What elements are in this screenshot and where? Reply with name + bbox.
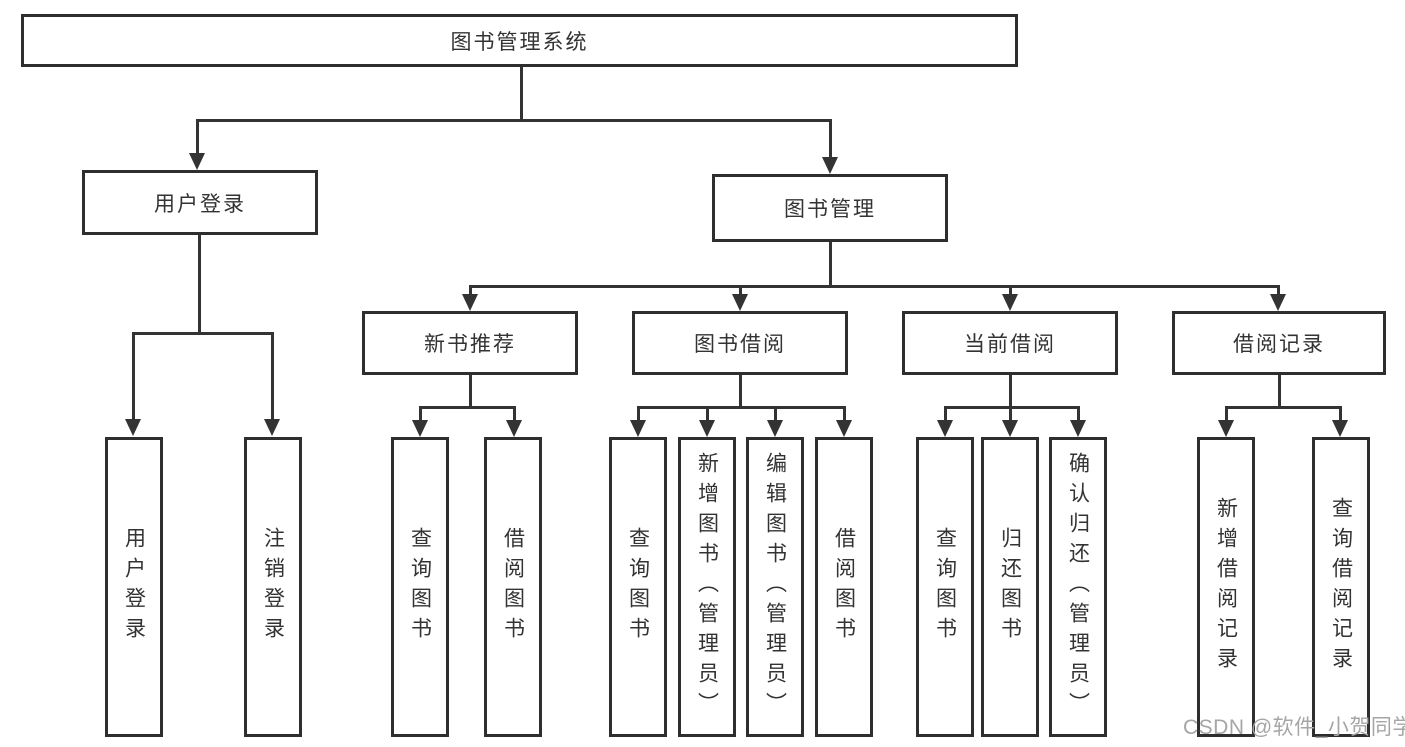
leaf-label: 注销登录 — [261, 527, 285, 647]
connector-line — [132, 332, 274, 335]
leaf-user-login: 用户登录 — [105, 437, 163, 737]
arrow-down-icon — [264, 419, 280, 436]
leaf-label: 用户登录 — [122, 527, 146, 647]
leaf-label: 新增借阅记录 — [1214, 497, 1238, 677]
node-label: 用户登录 — [154, 192, 246, 216]
leaf-query-books: 查询图书 — [391, 437, 449, 737]
connector-line — [1077, 406, 1080, 422]
leaf-borrow-books: 借阅图书 — [815, 437, 873, 737]
connector-line — [739, 375, 742, 409]
node-label: 图书借阅 — [694, 333, 786, 356]
arrow-down-icon — [937, 420, 953, 437]
connector-line — [637, 406, 640, 422]
connector-line — [1225, 406, 1342, 409]
leaf-query-books: 查询图书 — [916, 437, 974, 737]
leaf-borrow-books: 借阅图书 — [484, 437, 542, 737]
node-library-management-system: 图书管理系统 — [21, 14, 1018, 67]
connector-line — [520, 67, 523, 120]
leaf-label: 确认归还（管理员） — [1066, 452, 1090, 722]
connector-line — [739, 285, 742, 297]
connector-line — [1225, 406, 1228, 422]
arrow-down-icon — [767, 420, 783, 437]
connector-line — [419, 406, 516, 409]
node-user-login: 用户登录 — [82, 170, 318, 235]
connector-line — [1339, 406, 1342, 422]
leaf-label: 编辑图书（管理员） — [763, 452, 787, 722]
arrow-down-icon — [630, 420, 646, 437]
node-label: 图书管理系统 — [450, 30, 589, 54]
leaf-label: 查询图书 — [626, 527, 650, 647]
connector-line — [271, 332, 274, 420]
node-current-borrowing: 当前借阅 — [902, 311, 1118, 375]
leaf-label: 查询图书 — [408, 527, 432, 647]
arrow-down-icon — [1332, 420, 1348, 437]
leaf-query-books: 查询图书 — [609, 437, 667, 737]
connector-line — [843, 406, 846, 422]
node-borrowing-records: 借阅记录 — [1172, 311, 1386, 375]
leaf-logout: 注销登录 — [244, 437, 302, 737]
leaf-label: 新增图书（管理员） — [695, 452, 719, 722]
connector-line — [637, 406, 846, 409]
arrow-down-icon — [189, 153, 205, 170]
connector-line — [944, 406, 1080, 409]
arrow-down-icon — [1218, 420, 1234, 437]
connector-line — [469, 285, 1280, 288]
leaf-confirm-return-admin: 确认归还（管理员） — [1049, 437, 1107, 737]
leaf-label: 借阅图书 — [501, 527, 525, 647]
connector-line — [196, 119, 199, 154]
connector-line — [1009, 375, 1012, 409]
arrow-down-icon — [412, 420, 428, 437]
connector-line — [944, 406, 947, 422]
csdn-watermark: CSDN @软件_小贺同学 — [1183, 716, 1405, 739]
connector-line — [513, 406, 516, 422]
connector-line — [196, 119, 832, 122]
arrow-down-icon — [1070, 420, 1086, 437]
leaf-label: 借阅图书 — [832, 527, 856, 647]
node-new-book-recommendation: 新书推荐 — [362, 311, 578, 375]
leaf-return-books: 归还图书 — [981, 437, 1039, 737]
arrow-down-icon — [506, 420, 522, 437]
node-label: 新书推荐 — [424, 333, 516, 356]
arrow-down-icon — [1002, 294, 1018, 311]
arrow-down-icon — [822, 157, 838, 174]
arrow-down-icon — [836, 420, 852, 437]
connector-line — [1278, 375, 1281, 409]
connector-line — [706, 406, 709, 422]
arrow-down-icon — [125, 419, 141, 436]
node-label: 借阅记录 — [1233, 333, 1325, 356]
connector-line — [469, 375, 472, 409]
connector-line — [829, 119, 832, 158]
connector-line — [1277, 285, 1280, 297]
leaf-add-books-admin: 新增图书（管理员） — [678, 437, 736, 737]
node-book-borrowing: 图书借阅 — [632, 311, 848, 375]
connector-line — [829, 242, 832, 288]
connector-line — [774, 406, 777, 422]
arrow-down-icon — [1270, 294, 1286, 311]
leaf-label: 归还图书 — [998, 527, 1022, 647]
connector-line — [198, 235, 201, 335]
connector-line — [469, 285, 472, 297]
connector-line — [419, 406, 422, 422]
leaf-edit-books-admin: 编辑图书（管理员） — [746, 437, 804, 737]
arrow-down-icon — [699, 420, 715, 437]
connector-line — [1009, 285, 1012, 297]
node-book-management: 图书管理 — [712, 174, 948, 242]
leaf-add-borrow-record: 新增借阅记录 — [1197, 437, 1255, 737]
leaf-label: 查询借阅记录 — [1329, 497, 1353, 677]
node-label: 图书管理 — [784, 198, 876, 221]
arrow-down-icon — [1002, 420, 1018, 437]
connector-line — [1009, 406, 1012, 422]
leaf-query-borrow-record: 查询借阅记录 — [1312, 437, 1370, 737]
node-label: 当前借阅 — [964, 333, 1056, 356]
connector-line — [132, 332, 135, 420]
leaf-label: 查询图书 — [933, 527, 957, 647]
arrow-down-icon — [732, 294, 748, 311]
arrow-down-icon — [462, 294, 478, 311]
